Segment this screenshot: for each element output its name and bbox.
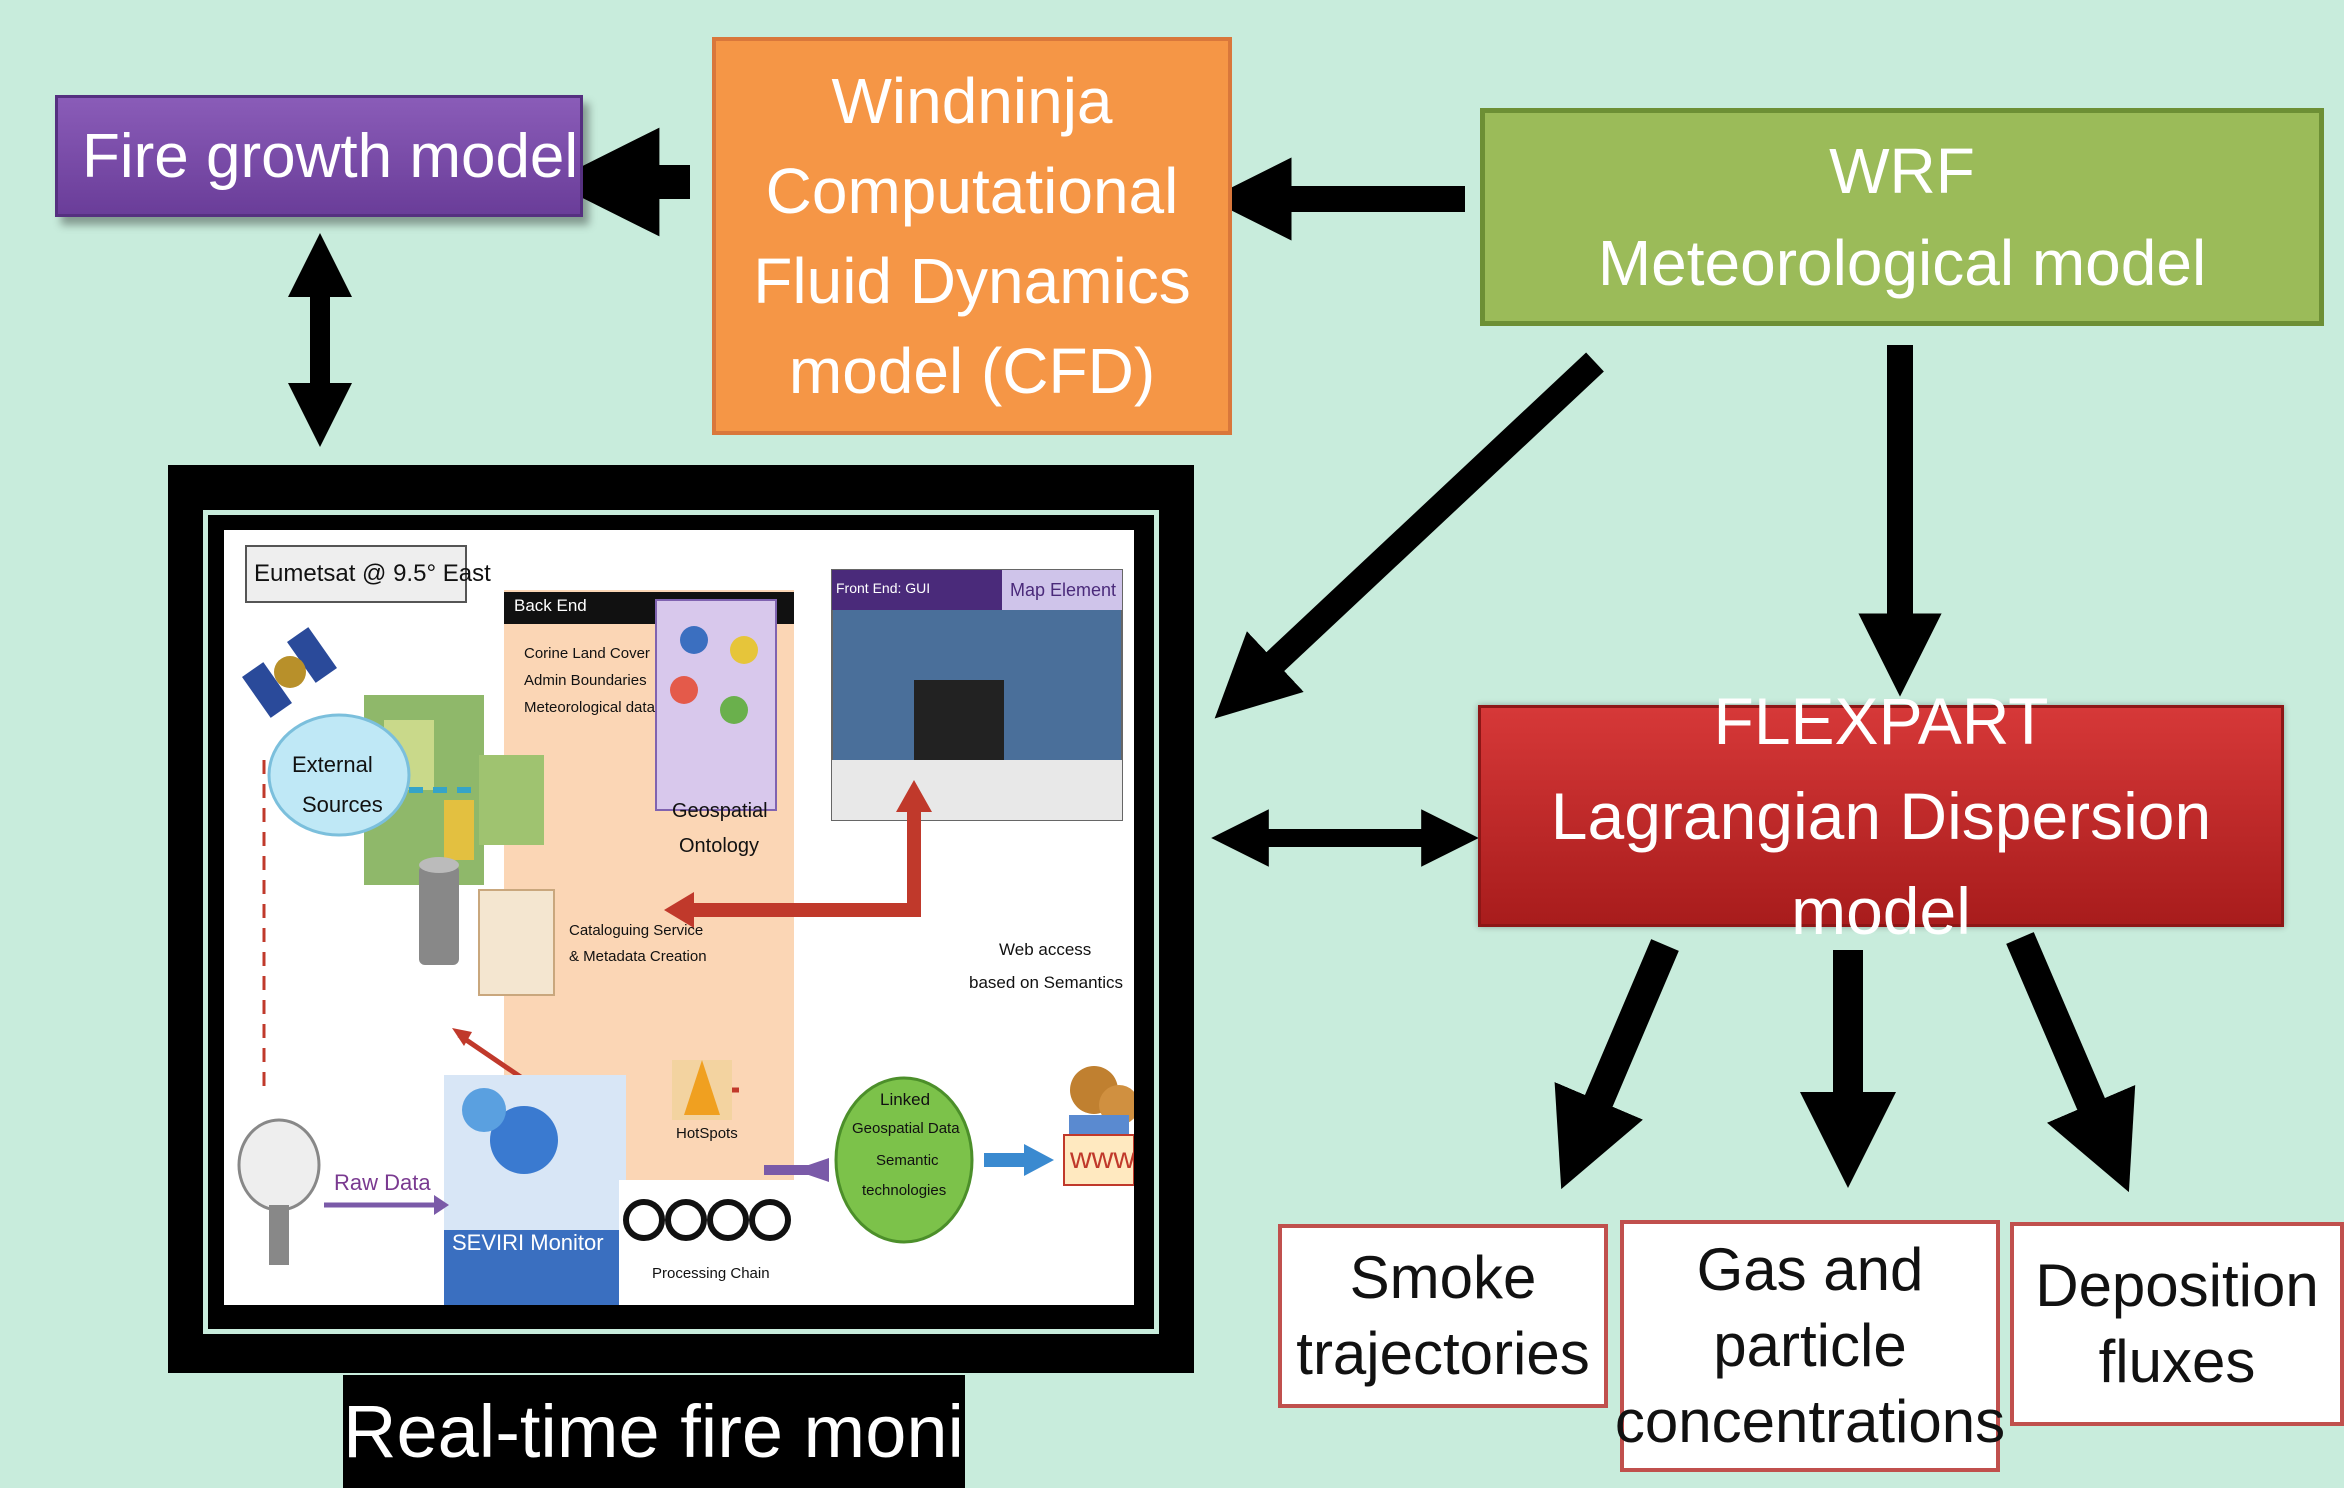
flexpart-line-1: FLEXPART — [1713, 683, 2049, 758]
deposition-line-2: fluxes — [2098, 1328, 2256, 1395]
gas-particle-box: Gas and particle concentrations — [1615, 1220, 2005, 1472]
geospatial-ontology-line-1: Geospatial — [672, 800, 768, 822]
arrow-flexpart-to-deposition — [2006, 932, 2136, 1193]
linked-data-line-2: Geospatial Data — [852, 1120, 960, 1137]
monitoring-schematic — [237, 545, 1134, 1305]
web-access-line-1: Web access — [999, 940, 1092, 959]
eumetsat-label: Eumetsat @ 9.5° East — [254, 560, 491, 587]
back-end-label: Back End — [514, 596, 587, 615]
deposition-fluxes-box: Deposition fluxes — [2010, 1222, 2344, 1426]
www-label: www — [1070, 1142, 1134, 1175]
external-sources-cloud — [267, 713, 411, 837]
deposition-line-1: Deposition — [2035, 1252, 2319, 1319]
linked-data-line-4: technologies — [862, 1182, 947, 1199]
external-sources-line-1: External — [292, 752, 373, 777]
gas-line-1: Gas and — [1696, 1236, 1924, 1303]
gas-line-3: concentrations — [1614, 1388, 2006, 1455]
windninja-cfd-box: Windninja Computational Fluid Dynamics m… — [712, 37, 1232, 435]
fire-growth-model-box: Fire growth model — [55, 95, 583, 217]
smoke-line-2: trajectories — [1296, 1320, 1590, 1387]
map-element-label: Map Element — [1010, 580, 1117, 600]
hotspots-label: HotSpots — [676, 1125, 738, 1142]
seviri-monitor-label: SEVIRI Monitor — [452, 1230, 604, 1255]
flexpart-line-2: Lagrangian Dispersion model — [1550, 778, 2212, 948]
raw-data-label: Raw Data — [334, 1170, 431, 1195]
linked-data-line-3: Semantic — [876, 1152, 939, 1169]
back-end-item-3: Meteorological data — [524, 699, 655, 716]
metadata-table — [478, 889, 555, 996]
arrow-gui-to-catalog — [694, 810, 921, 917]
ontology-box — [655, 599, 777, 811]
real-time-monitoring-caption: Real-time fire monitoring — [343, 1375, 965, 1488]
windninja-line-1: Windninja — [831, 65, 1113, 137]
smoke-line-1: Smoke — [1349, 1244, 1537, 1311]
arrow-flexpart-to-smoke — [1554, 939, 1679, 1190]
processing-chain-label: Processing Chain — [652, 1265, 770, 1282]
windninja-line-3: Fluid Dynamics — [753, 245, 1191, 317]
wrf-line-1: WRF — [1829, 135, 1975, 207]
satellite-dish-icon — [237, 1118, 321, 1212]
flexpart-model-box: FLEXPART Lagrangian Dispersion model — [1478, 684, 2284, 948]
external-sources-line-2: Sources — [302, 792, 383, 817]
windninja-line-2: Computational — [765, 155, 1179, 227]
fire-growth-label: Fire growth model — [82, 121, 579, 191]
eumetsat-box — [245, 545, 467, 603]
satellite-icon — [242, 627, 337, 718]
windninja-line-4: model (CFD) — [788, 335, 1156, 407]
linked-data-cloud — [834, 1076, 974, 1244]
arrow-wrf-to-monitor — [1214, 352, 1604, 719]
linked-data-line-1: Linked — [880, 1090, 931, 1109]
processing-chain-box — [619, 1180, 794, 1305]
smoke-trajectories-box: Smoke trajectories — [1278, 1224, 1608, 1408]
wrf-line-2: Meteorological model — [1597, 227, 2207, 299]
gas-line-2: particle — [1713, 1312, 1907, 1379]
database-icon — [419, 865, 459, 965]
cataloguing-line-2: & Metadata Creation — [569, 948, 707, 965]
web-access-line-2: based on Semantics — [969, 973, 1124, 992]
front-end-label: Front End: GUI — [836, 580, 931, 596]
cataloguing-line-1: Cataloguing Service — [569, 922, 704, 939]
monitoring-panel: Eumetsat @ 9.5° East Back End Corine Lan… — [224, 530, 1134, 1305]
geospatial-ontology-line-2: Ontology — [679, 835, 760, 857]
www-icon — [1063, 1134, 1134, 1186]
back-end-item-2: Admin Boundaries — [524, 672, 647, 689]
back-end-item-1: Corine Land Cover — [524, 645, 650, 662]
wrf-model-box: WRF Meteorological model — [1480, 108, 2324, 326]
